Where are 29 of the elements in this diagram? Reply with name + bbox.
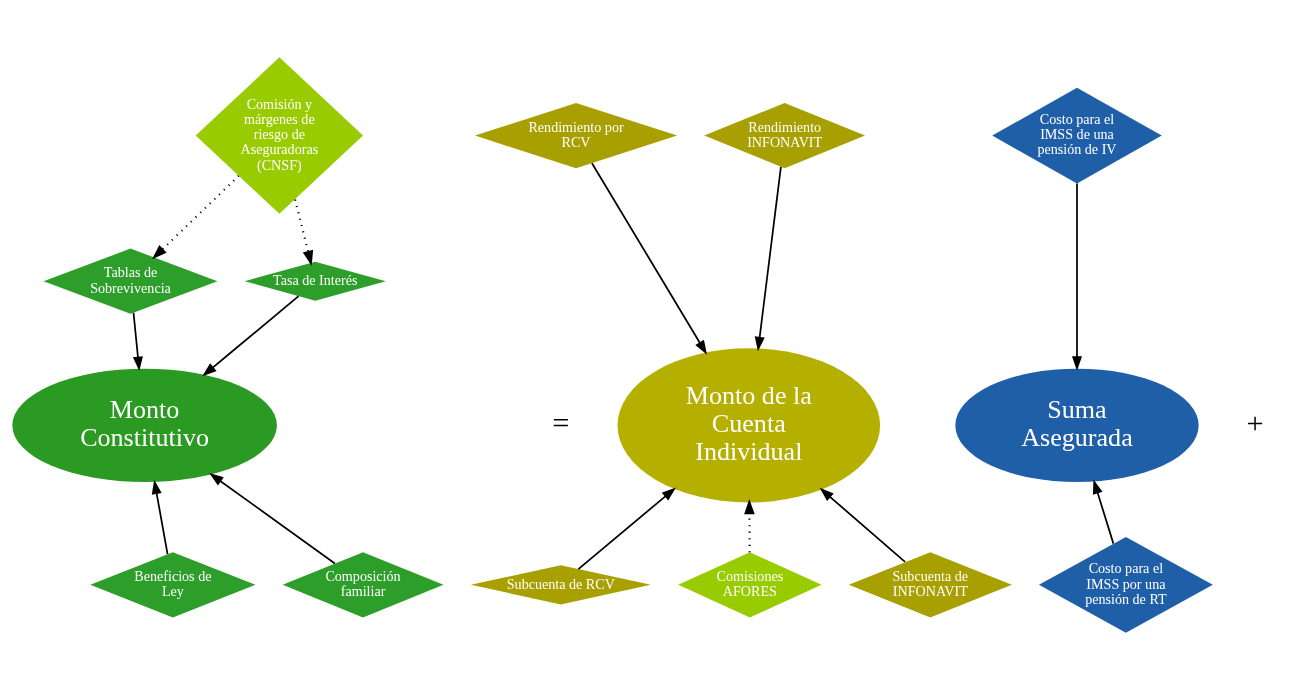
arrow xyxy=(819,487,906,563)
arrow xyxy=(151,479,169,555)
label: + xyxy=(1246,405,1264,440)
arrow xyxy=(132,311,143,371)
node-diamond: Tablas de Sobrevivencia xyxy=(43,248,218,314)
node-diamond: Costo para el IMSS de una pensión de IV xyxy=(992,87,1162,183)
node-diamond: Subcuenta de INFONAVIT xyxy=(848,551,1012,617)
node-diamond: Comisión y márgenes de riesgo de Aseguradoras (CNSF) xyxy=(195,56,364,214)
label: = xyxy=(552,405,570,440)
node-diamond: Rendimiento por RCV xyxy=(474,102,678,168)
node-diamond: Beneficios de Ley xyxy=(90,551,256,617)
node-diamond: Costo para el IMSS por una pensión de RT xyxy=(1038,536,1213,633)
arrow xyxy=(754,165,782,351)
node-diamond: Tasa de Interés xyxy=(244,261,386,301)
arrow xyxy=(1071,182,1082,371)
arrow xyxy=(744,498,755,552)
arrow xyxy=(577,486,676,570)
arrow xyxy=(209,472,336,564)
arrow xyxy=(152,174,240,259)
node-diamond: Rendimiento INFONAVIT xyxy=(704,102,866,168)
arrow xyxy=(1092,478,1115,544)
arrow xyxy=(294,198,314,266)
node-ellipse: Monto Constitutivo xyxy=(12,368,277,482)
arrow xyxy=(591,161,708,355)
arrow xyxy=(202,294,300,376)
node-diamond: Composición familiar xyxy=(282,551,444,617)
node-ellipse: Suma Asegurada xyxy=(955,368,1199,482)
node-diamond: Comisiones AFORES xyxy=(678,551,822,617)
node-diamond: Subcuenta de RCV xyxy=(470,564,651,604)
